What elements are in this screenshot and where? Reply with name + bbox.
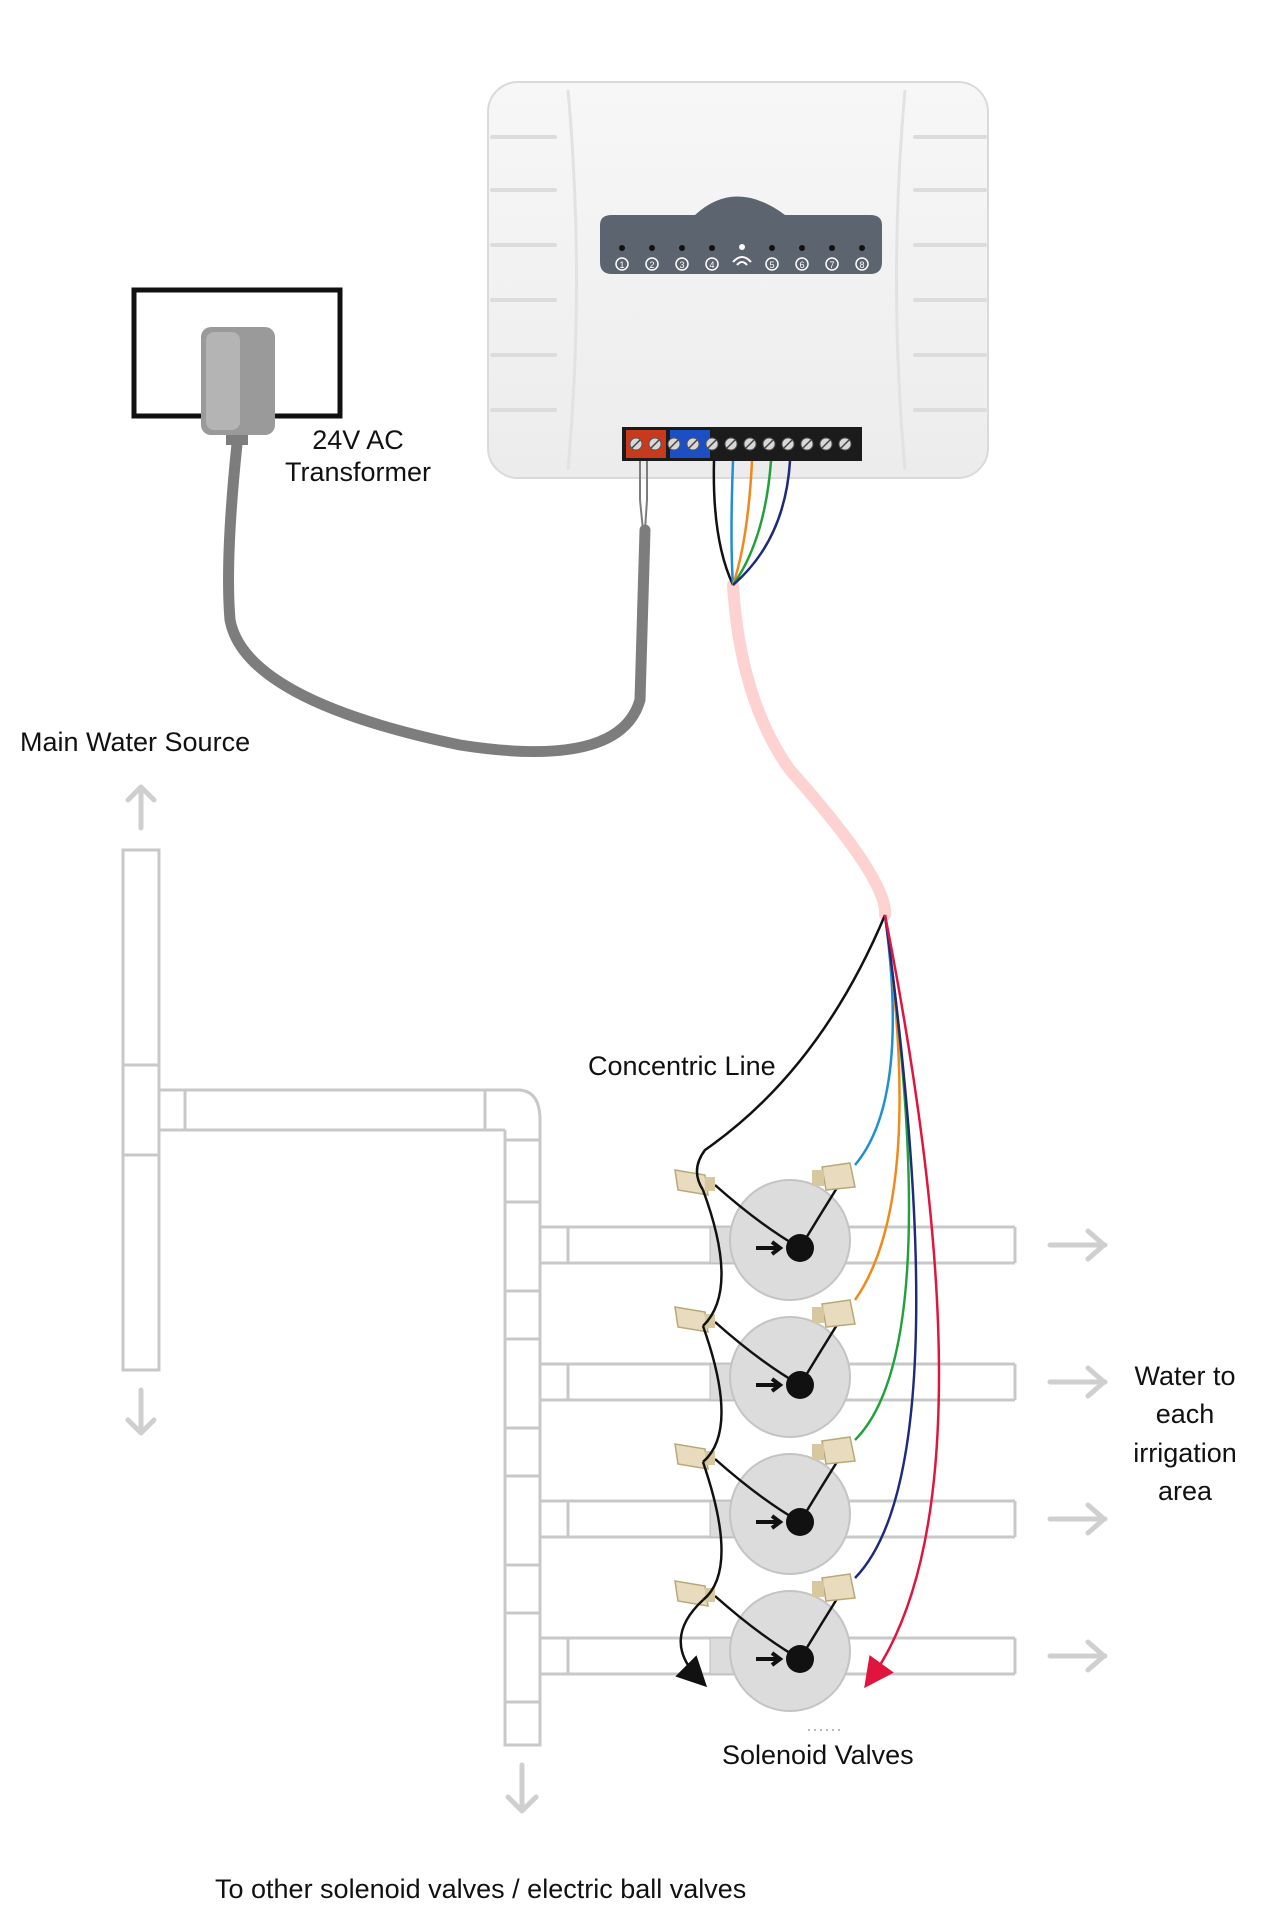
zone-output-arrow	[1047, 1228, 1108, 1262]
indicator-number: 2	[649, 260, 654, 270]
terminal-screw-slot	[821, 439, 831, 449]
indicator-number: 4	[709, 260, 714, 270]
terminal-screws	[629, 437, 852, 451]
power-cable	[223, 438, 651, 758]
terminal-screw-slot	[802, 439, 812, 449]
solenoid-valve	[674, 1573, 856, 1712]
indicator-number-ring	[825, 257, 839, 271]
power-leads	[639, 461, 648, 531]
solenoid-valves-label: Solenoid Valves	[722, 1740, 914, 1770]
right-grooves	[913, 135, 987, 412]
flow-direction-icon	[756, 1514, 784, 1530]
indicator-number-ring	[615, 257, 629, 271]
terminal-screw-slot	[840, 439, 850, 449]
other-valves-down-arrow	[505, 1762, 539, 1814]
flow-direction-icon	[756, 1651, 784, 1667]
indicator-number-ring	[705, 257, 719, 271]
wire-connector	[674, 1443, 715, 1470]
controller-wire-fan	[712, 460, 792, 586]
wire-connector	[812, 1162, 856, 1191]
indicator-led	[649, 245, 655, 251]
indicator-led	[829, 245, 835, 251]
solenoid-valve	[674, 1162, 856, 1301]
main-pipe	[121, 848, 542, 1747]
indicator-led	[859, 245, 865, 251]
main-water-up-arrow	[125, 784, 157, 831]
concentric-sheath	[727, 579, 892, 921]
indicator-number-ring	[765, 257, 779, 271]
wire-connector	[674, 1169, 715, 1196]
indicator-number: 1	[619, 260, 624, 270]
transformer-label: 24V AC Transformer	[268, 425, 448, 488]
main-water-source-label: Main Water Source	[20, 727, 251, 757]
indicator-number: 5	[769, 260, 774, 270]
indicator-led	[619, 245, 625, 251]
indicator-number: 8	[859, 260, 864, 270]
wire-connector	[812, 1573, 856, 1602]
zone-output-arrow	[1047, 1365, 1108, 1399]
solenoid-valve	[674, 1436, 856, 1575]
zone-output-arrows	[1047, 1228, 1108, 1673]
solenoid-valve	[674, 1299, 856, 1438]
wifi-icon	[732, 244, 752, 266]
wire-connector	[812, 1436, 856, 1465]
indicator-led	[799, 245, 805, 251]
indicator-number-ring	[795, 257, 809, 271]
extra-wire	[864, 914, 941, 1689]
indicator-number: 6	[799, 260, 804, 270]
solenoid-valves	[674, 1162, 856, 1712]
indicator-led	[769, 245, 775, 251]
indicator-led	[679, 245, 685, 251]
left-grooves	[490, 135, 557, 412]
transformer-icon	[201, 327, 275, 445]
indicator-leds: 1 2 3 4 5 6 7 8	[615, 244, 869, 271]
indicator-number-ring	[855, 257, 869, 271]
other-valves-label: To other solenoid valves / electric ball…	[215, 1874, 747, 1904]
controller-box	[487, 81, 989, 479]
zone1-wire	[854, 914, 895, 1166]
common-wire	[695, 914, 887, 1191]
indicator-number-ring	[645, 257, 659, 271]
zone4-wire	[854, 914, 918, 1579]
wire-connector	[812, 1299, 856, 1328]
indicator-number: 7	[829, 260, 834, 270]
zone-output-arrow	[1047, 1639, 1108, 1673]
zone-output-arrow	[1047, 1502, 1108, 1536]
terminal-screw-slot	[764, 439, 774, 449]
terminal-screw-slot	[669, 439, 679, 449]
flow-direction-icon	[756, 1377, 784, 1393]
indicator-number-ring	[675, 257, 689, 271]
transformer-label-line2: Transformer	[284, 456, 432, 487]
flow-direction-icon	[756, 1240, 784, 1256]
terminal-screw-slot	[726, 439, 736, 449]
indicator-led	[709, 245, 715, 251]
transformer-label-line1: 24V AC	[312, 425, 404, 455]
common-daisy-chain	[675, 1189, 723, 1688]
field-wires	[695, 914, 941, 1689]
main-water-down-arrow	[125, 1387, 157, 1436]
terminal-screw-slot	[783, 439, 793, 449]
concentric-line-label: Concentric Line	[588, 1051, 776, 1081]
wire-connector	[674, 1306, 715, 1333]
water-to-each-area-label: Water to each irrigation area	[1133, 1361, 1237, 1506]
indicator-panel	[600, 196, 882, 274]
terminal-screw-slot	[688, 439, 698, 449]
terminal-screw-slot	[745, 439, 755, 449]
wire-connector	[674, 1580, 715, 1607]
terminal-screw-slot	[650, 439, 660, 449]
terminal-screw-slot	[631, 439, 641, 449]
terminal-screw-slot	[707, 439, 717, 449]
indicator-number: 3	[679, 260, 684, 270]
